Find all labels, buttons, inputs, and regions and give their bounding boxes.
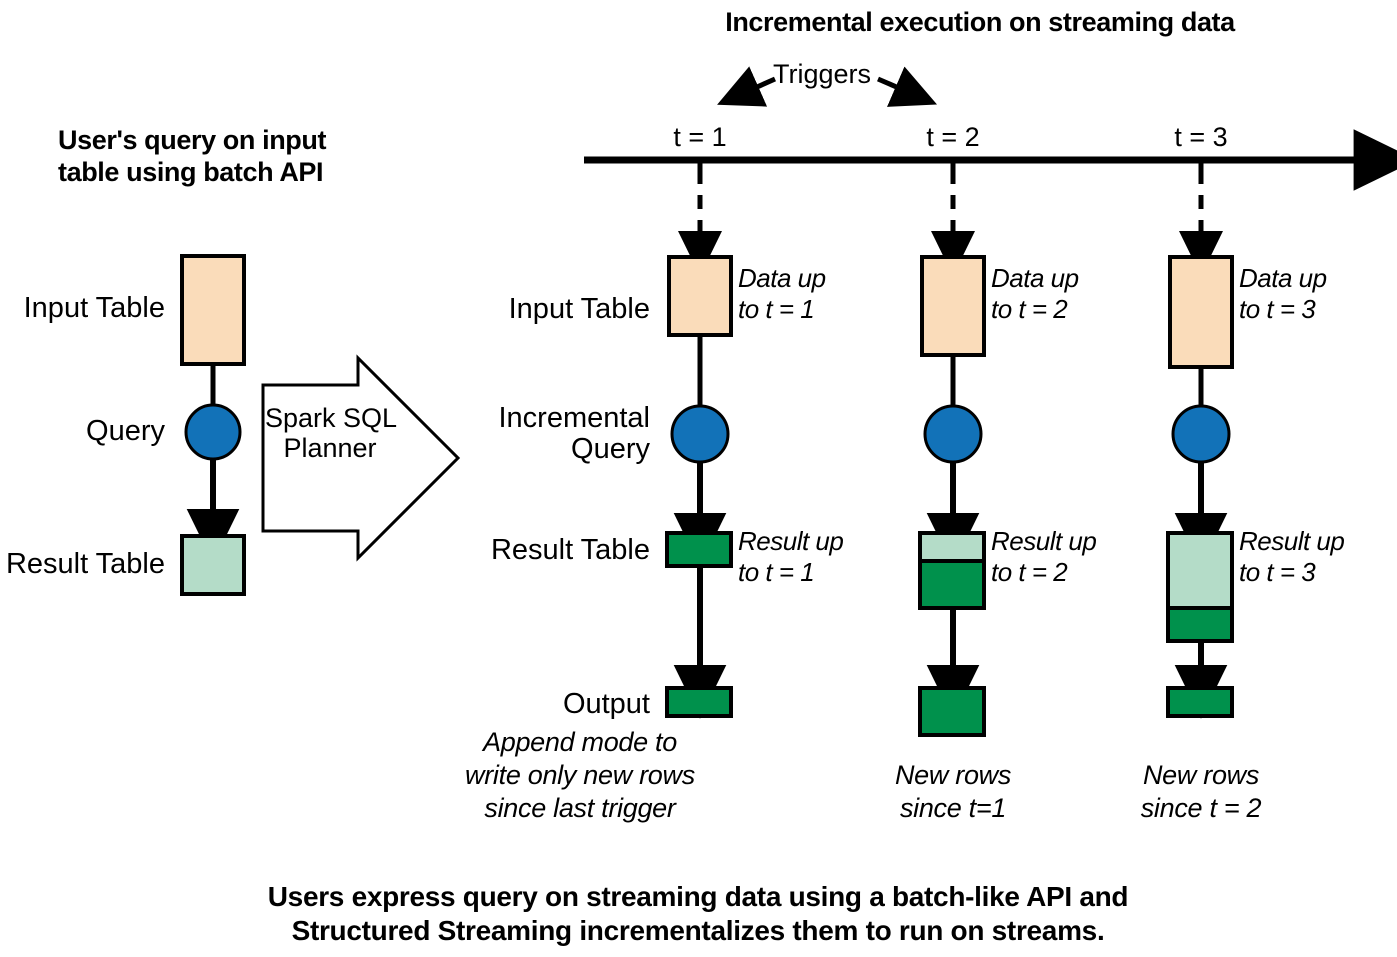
left-label-input-table: Input Table xyxy=(23,292,165,324)
col2-result-table-new-rows xyxy=(918,559,986,610)
col2-output-note-line1: New rows xyxy=(894,760,1012,790)
col2-result-note-line1: Result up xyxy=(991,526,1097,556)
spark-sql-planner-label-line1: Spark SQL xyxy=(265,403,398,433)
triggers-label: Triggers xyxy=(773,59,872,89)
left-query-circle xyxy=(184,403,242,461)
col2-input-note-line1: Data up xyxy=(991,263,1079,293)
left-label-result-table: Result Table xyxy=(5,548,165,580)
col2-result-note-line2: to t = 2 xyxy=(991,557,1068,587)
col1-output-box xyxy=(665,686,733,718)
trigger-arrow-left xyxy=(717,66,777,107)
left-result-table-box xyxy=(180,534,246,596)
col1-output-note-line2: write only new rows xyxy=(465,760,695,790)
col3-output-note-line2: since t = 2 xyxy=(1140,793,1262,823)
left-input-table-box xyxy=(180,254,246,366)
col1-output-note-line3: since last trigger xyxy=(484,793,676,823)
col1-output-note-line1: Append mode to xyxy=(483,727,677,757)
row-label-incremental-query-line2: Query xyxy=(571,433,650,465)
row-label-input-table: Input Table xyxy=(508,293,650,325)
right-section-title: Incremental execution on streaming data xyxy=(725,7,1235,37)
col3-input-note-line1: Data up xyxy=(1239,263,1327,293)
col3-result-note-line1: Result up xyxy=(1239,526,1345,556)
row-label-output: Output xyxy=(562,688,650,720)
col3-query-circle xyxy=(1171,404,1231,464)
caption-line1: Users express query on streaming data us… xyxy=(267,881,1129,912)
spark-sql-planner-arrow-shape xyxy=(261,354,461,562)
col3-output-box xyxy=(1166,686,1234,718)
timeline-tick-label-t1: t = 1 xyxy=(673,122,727,152)
col2-output-note-line2: since t=1 xyxy=(899,793,1007,823)
col3-input-note-line2: to t = 3 xyxy=(1239,294,1316,324)
col2-query-circle xyxy=(923,404,983,464)
col1-input-table-box xyxy=(667,255,733,337)
col2-input-table-box xyxy=(920,255,986,357)
col3-input-table-box xyxy=(1168,255,1234,369)
col1-result-note-line2: to t = 1 xyxy=(738,557,815,587)
col1-result-table-box xyxy=(665,531,733,568)
left-section-title-line2: table using batch API xyxy=(58,157,324,187)
timeline-tick-label-t2: t = 2 xyxy=(926,122,980,152)
col2-result-table-old-rows xyxy=(918,531,986,563)
row-label-result-table: Result Table xyxy=(490,534,650,566)
col2-input-note-line2: to t = 2 xyxy=(991,294,1068,324)
trigger-arrow-right xyxy=(877,66,938,107)
col3-result-note-line2: to t = 3 xyxy=(1239,557,1316,587)
timeline-tick-label-t3: t = 3 xyxy=(1174,122,1228,152)
col3-result-table-new-rows xyxy=(1166,606,1234,643)
col1-query-circle xyxy=(670,404,730,464)
col1-result-note-line1: Result up xyxy=(738,526,844,556)
col3-output-note-line1: New rows xyxy=(1142,760,1260,790)
spark-sql-planner-label-line2: Planner xyxy=(283,433,377,463)
col3-result-table-old-rows xyxy=(1166,531,1234,610)
caption-line2: Structured Streaming incrementalizes the… xyxy=(291,915,1105,946)
col1-input-note-line1: Data up xyxy=(738,263,826,293)
row-label-incremental-query-line1: Incremental xyxy=(498,402,650,434)
left-section-title-line1: User's query on input xyxy=(58,125,327,155)
left-label-query: Query xyxy=(86,415,165,447)
col1-input-note-line2: to t = 1 xyxy=(738,294,815,324)
col2-output-box xyxy=(918,686,986,737)
